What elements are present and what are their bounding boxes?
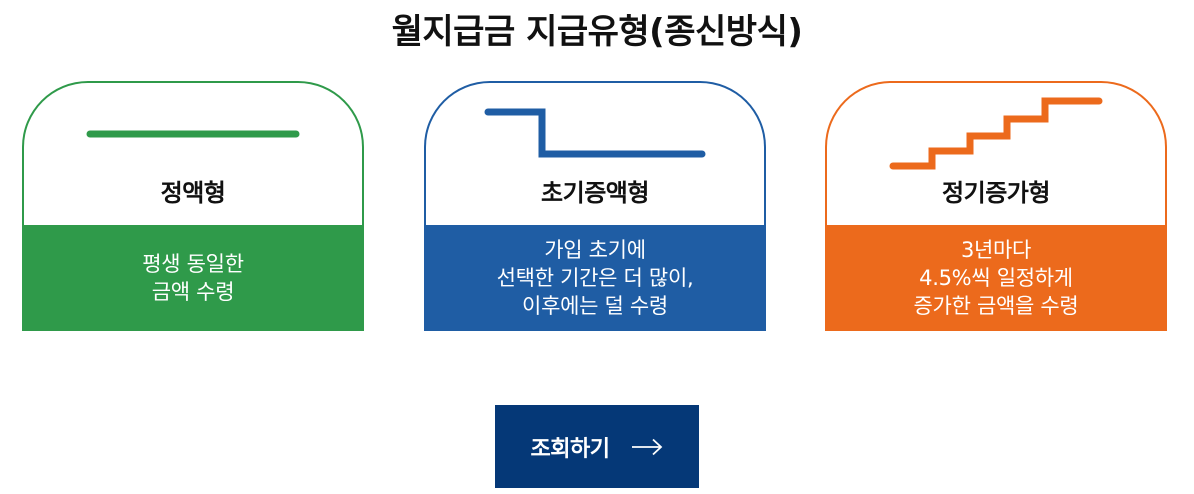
card-header-frame xyxy=(22,81,364,225)
card-title: 정액형 xyxy=(160,179,226,207)
card-description-line: 선택한 기간은 더 많이, xyxy=(496,266,694,290)
arrow-right-icon xyxy=(632,438,663,455)
card-description-line: 이후에는 덜 수령 xyxy=(522,294,668,318)
card-description-line: 증가한 금액을 수령 xyxy=(913,294,1079,318)
lookup-button[interactable]: 조회하기 xyxy=(495,405,699,488)
card-title: 초기증액형 xyxy=(541,179,649,207)
payment-type-card-fixed: 정액형 평생 동일한 금액 수령 xyxy=(22,81,364,331)
card-description-line: 4.5%씩 일정하게 xyxy=(919,266,1073,290)
card-description: 3년마다 4.5%씩 일정하게 증가한 금액을 수령 xyxy=(825,225,1167,331)
card-description-line: 3년마다 xyxy=(960,238,1032,262)
card-description-line: 가입 초기에 xyxy=(544,238,646,262)
card-title: 정기증가형 xyxy=(942,179,1050,207)
card-description-line: 평생 동일한 xyxy=(142,252,244,276)
payment-type-card-initial-increase: 초기증액형 가입 초기에 선택한 기간은 더 많이, 이후에는 덜 수령 xyxy=(424,81,766,331)
card-header-frame xyxy=(825,81,1167,225)
card-description-line: 금액 수령 xyxy=(151,280,235,304)
step-down-line-icon xyxy=(484,108,706,158)
page-title: 월지급금 지급유형(종신방식) xyxy=(391,12,803,52)
staircase-up-line-icon xyxy=(889,97,1103,170)
lookup-button-label: 조회하기 xyxy=(530,436,610,462)
card-description: 평생 동일한 금액 수령 xyxy=(22,225,364,331)
flat-line-icon xyxy=(86,130,300,138)
card-description: 가입 초기에 선택한 기간은 더 많이, 이후에는 덜 수령 xyxy=(424,225,766,331)
payment-type-card-periodic-increase: 정기증가형 3년마다 4.5%씩 일정하게 증가한 금액을 수령 xyxy=(825,81,1167,331)
